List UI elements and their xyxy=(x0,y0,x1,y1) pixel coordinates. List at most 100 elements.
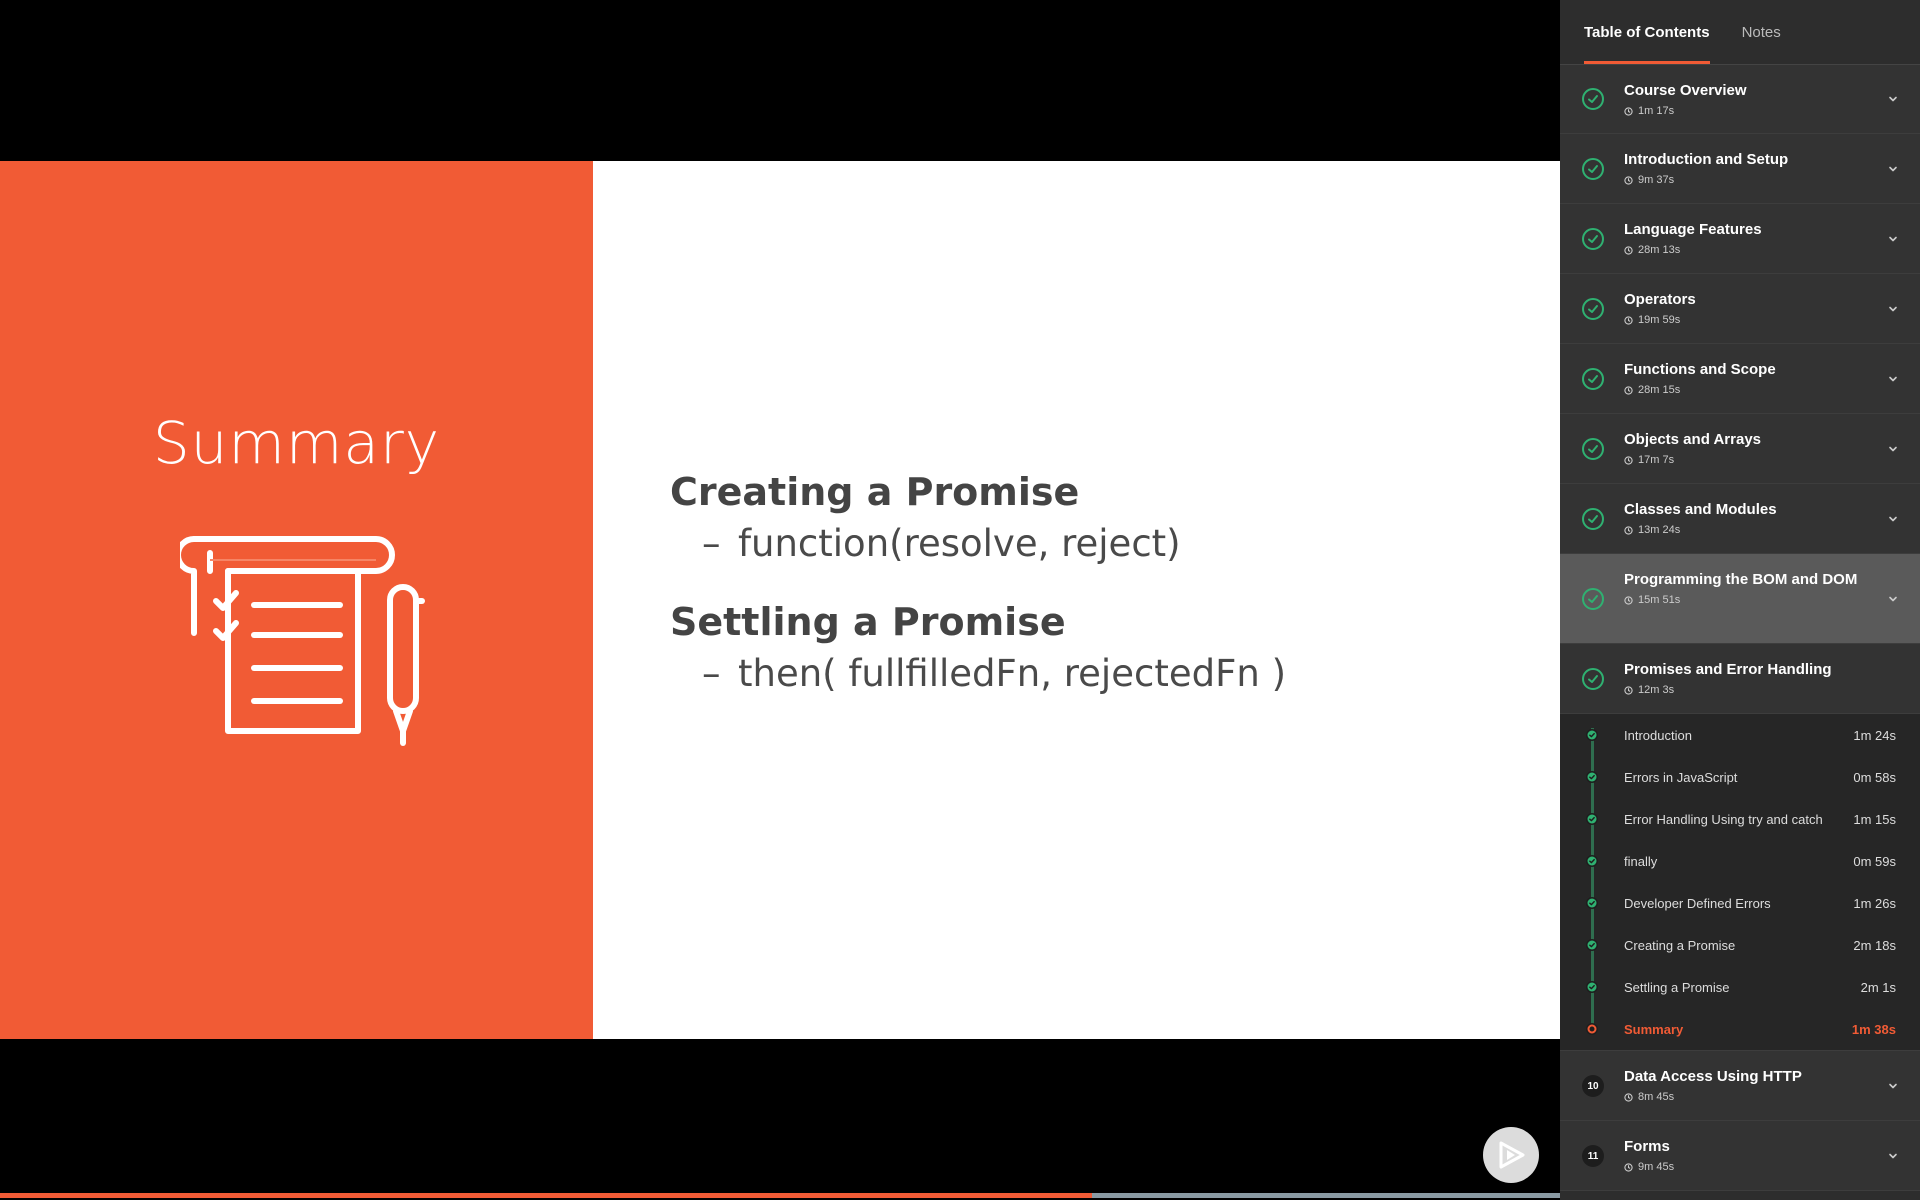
chevron-down-icon[interactable] xyxy=(1888,304,1898,314)
check-icon xyxy=(1588,95,1598,103)
module-text: Promises and Error Handling 12m 3s xyxy=(1560,644,1920,696)
progress-bar[interactable] xyxy=(0,1193,1560,1198)
module-duration: 9m 37s xyxy=(1638,174,1675,186)
chevron-down-icon[interactable] xyxy=(1888,94,1898,104)
module-duration: 17m 7s xyxy=(1638,454,1675,466)
check-circle-icon xyxy=(1586,981,1598,993)
check-icon xyxy=(1587,940,1597,950)
module-duration-row: 28m 15s xyxy=(1624,384,1860,396)
clip-duration: 1m 24s xyxy=(1853,727,1896,743)
module-duration-row: 17m 7s xyxy=(1624,454,1860,466)
module-duration: 15m 51s xyxy=(1638,594,1681,606)
module-duration-row: 15m 51s xyxy=(1624,594,1860,606)
module-text: Course Overview 1m 17s xyxy=(1560,65,1920,117)
check-icon xyxy=(1587,730,1597,740)
chevron-down-icon[interactable] xyxy=(1888,1151,1898,1161)
clip-duration: 2m 1s xyxy=(1860,979,1896,995)
chevron-down-icon[interactable] xyxy=(1888,164,1898,174)
chevron-down-icon[interactable] xyxy=(1888,514,1898,524)
check-circle-icon xyxy=(1586,813,1598,825)
check-icon xyxy=(1587,982,1597,992)
check-icon xyxy=(1587,814,1597,824)
clip-item[interactable]: finally 0m 59s xyxy=(1560,840,1920,882)
check-icon xyxy=(1588,165,1598,173)
module-title: Operators xyxy=(1624,291,1696,308)
module-title: Classes and Modules xyxy=(1624,501,1777,518)
check-icon xyxy=(1588,375,1598,383)
clip-title: Error Handling Using try and catch xyxy=(1624,811,1823,827)
clip-item[interactable]: Developer Defined Errors 1m 26s xyxy=(1560,882,1920,924)
check-circle-icon xyxy=(1582,588,1604,610)
clock-icon xyxy=(1624,315,1633,325)
checklist-icon xyxy=(180,536,425,746)
clock-icon xyxy=(1624,385,1633,395)
clip-title: finally xyxy=(1624,853,1658,869)
chevron-down-icon[interactable] xyxy=(1888,444,1898,454)
module-text: Functions and Scope 28m 15s xyxy=(1560,344,1920,396)
check-icon xyxy=(1588,305,1598,313)
chevron-down-icon[interactable] xyxy=(1888,1081,1898,1091)
check-circle-icon xyxy=(1586,897,1598,909)
clip-title: Settling a Promise xyxy=(1624,979,1730,995)
module-duration: 12m 3s xyxy=(1638,684,1675,696)
check-icon xyxy=(1588,235,1598,243)
clock-icon xyxy=(1624,685,1633,695)
module-title: Course Overview xyxy=(1624,82,1747,99)
progress-bar-fill xyxy=(0,1193,1092,1198)
check-icon xyxy=(1588,595,1598,603)
current-clip-icon xyxy=(1586,1023,1598,1035)
check-circle-icon xyxy=(1582,438,1604,460)
check-circle-icon xyxy=(1582,368,1604,390)
module-title: Introduction and Setup xyxy=(1624,151,1789,168)
check-icon xyxy=(1587,898,1597,908)
video-player[interactable]: Summary xyxy=(0,0,1560,1200)
module-duration-row: 1m 17s xyxy=(1624,105,1860,117)
module-item[interactable]: Promises and Error Handling 12m 3s xyxy=(1560,644,1920,714)
module-title: Promises and Error Handling xyxy=(1624,661,1832,678)
clock-icon xyxy=(1624,1162,1633,1172)
module-number: 10 xyxy=(1587,1080,1599,1092)
module-item[interactable]: Functions and Scope 28m 15s xyxy=(1560,344,1920,414)
module-duration: 19m 59s xyxy=(1638,314,1681,326)
clip-title: Errors in JavaScript xyxy=(1624,769,1738,785)
module-duration-row: 19m 59s xyxy=(1624,314,1860,326)
chevron-down-icon[interactable] xyxy=(1888,594,1898,604)
module-item[interactable]: Operators 19m 59s xyxy=(1560,274,1920,344)
slide-point-title: Settling a Promise xyxy=(670,600,1066,644)
clock-icon xyxy=(1624,525,1633,535)
module-item[interactable]: Introduction and Setup 9m 37s xyxy=(1560,134,1920,204)
chevron-down-icon[interactable] xyxy=(1888,234,1898,244)
module-item[interactable]: Course Overview 1m 17s xyxy=(1560,65,1920,134)
clip-duration: 0m 59s xyxy=(1853,853,1896,869)
tab-table-of-contents[interactable]: Table of Contents xyxy=(1584,0,1710,64)
clip-item[interactable]: Settling a Promise 2m 1s xyxy=(1560,966,1920,1008)
dash-glyph: – xyxy=(702,522,721,565)
slide-content: Creating a Promise –function(resolve, re… xyxy=(670,466,1286,726)
check-circle-icon xyxy=(1582,668,1604,690)
check-circle-icon xyxy=(1586,771,1598,783)
module-title: Functions and Scope xyxy=(1624,361,1776,378)
check-circle-icon xyxy=(1586,939,1598,951)
clip-duration: 1m 26s xyxy=(1853,895,1896,911)
play-logo-icon[interactable] xyxy=(1483,1127,1539,1183)
chevron-down-icon[interactable] xyxy=(1888,374,1898,384)
module-text: Operators 19m 59s xyxy=(1560,274,1920,326)
course-sidebar: Table of Contents Notes Course Overview 1… xyxy=(1560,0,1920,1200)
module-duration-row: 12m 3s xyxy=(1624,684,1860,696)
clip-title: Developer Defined Errors xyxy=(1624,895,1771,911)
tab-notes[interactable]: Notes xyxy=(1741,24,1781,41)
